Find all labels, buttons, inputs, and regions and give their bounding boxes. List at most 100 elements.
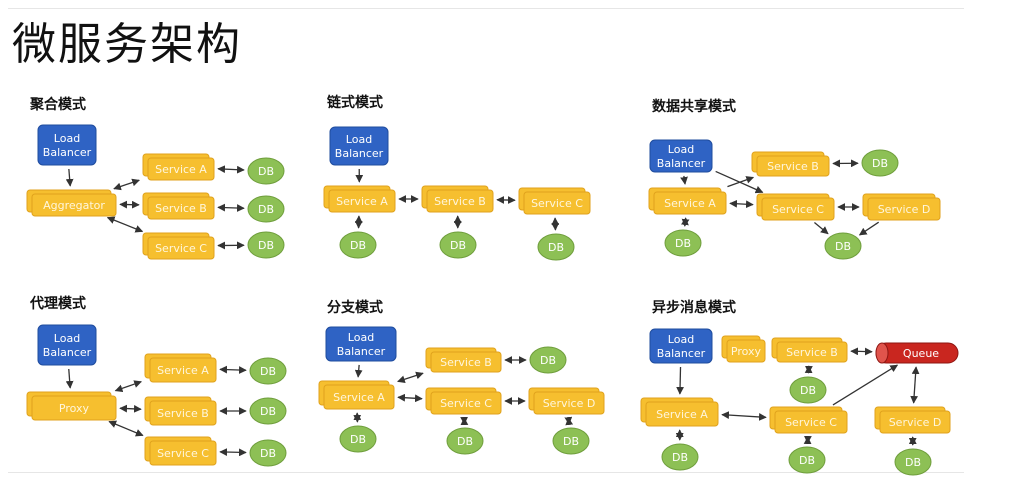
chain-service-b-label: Service B	[434, 195, 486, 208]
chain-service-c-label: Service C	[531, 197, 583, 210]
aggregator-service-a: Service A	[142, 153, 215, 181]
async-db-d-label: DB	[905, 456, 921, 469]
proxy-b-arrow	[119, 404, 142, 413]
async-lb-arrow	[676, 366, 684, 395]
chain-db-b-label: DB	[450, 239, 466, 252]
chain-db-b: DB	[439, 231, 477, 259]
branch-db-c-label: DB	[457, 435, 473, 448]
aggregator-a-arrow	[113, 178, 140, 191]
shared-lb-c-arrow	[715, 170, 764, 194]
proxy-service-b: Service B	[144, 396, 217, 426]
async-db-a: DB	[661, 443, 699, 471]
proxy-lb-arrow	[65, 368, 74, 389]
aggregator-node-label: Aggregator	[43, 199, 105, 212]
aggregator-pattern-title: 聚合模式	[30, 97, 86, 113]
aggregator-db-b-label: DB	[258, 203, 274, 216]
async-service-d: Service D	[874, 406, 951, 434]
chain-db-a: DB	[339, 231, 377, 259]
aggregator-load-balancer-label: Balancer	[43, 146, 92, 159]
chain-load-balancer-label: Load	[346, 133, 372, 146]
shared-data-pattern-title: 数据共享模式	[652, 99, 736, 115]
aggregator-node: Aggregator	[26, 189, 117, 217]
shared-service-c: Service C	[756, 193, 835, 221]
proxy-db-b: DB	[249, 397, 287, 425]
aggregator-db-b: DB	[247, 195, 285, 223]
aggregator-c-arrow	[106, 216, 144, 233]
chain-service-b: Service B	[421, 185, 494, 213]
branch-service-b-label: Service B	[440, 356, 492, 369]
chain-pattern-title: 链式模式	[327, 95, 383, 111]
proxy-db-c-label: DB	[260, 447, 276, 460]
proxy-node: Proxy	[26, 391, 117, 421]
shared-lb-arrow	[680, 175, 688, 185]
branch-db-d-label: DB	[563, 435, 579, 448]
aggregator-db-a-label: DB	[258, 165, 274, 178]
aggregator-db-c: DB	[247, 231, 285, 259]
shared-load-balancer-label: Load	[668, 143, 694, 156]
async-db-a-label: DB	[672, 451, 688, 464]
shared-c-db-arrow	[814, 222, 829, 235]
aggregator-b-db-arrow	[217, 203, 245, 212]
shared-service-c-label: Service C	[772, 203, 824, 216]
shared-a-c-arrow	[729, 199, 754, 209]
chain-db-c-label: DB	[548, 241, 564, 254]
proxy-db-a: DB	[249, 357, 287, 385]
shared-service-b: Service B	[751, 151, 830, 177]
shared-db-a: DB	[664, 229, 702, 257]
bottom-divider	[8, 472, 964, 473]
async-db-c: DB	[788, 446, 826, 474]
shared-db-shared-label: DB	[835, 240, 851, 253]
shared-service-b-label: Service B	[767, 160, 819, 173]
shared-d-db-arrow	[858, 221, 880, 236]
shared-service-d: Service D	[862, 193, 941, 221]
branch-service-a-label: Service A	[333, 391, 385, 404]
proxy-load-balancer-label: Balancer	[43, 346, 92, 359]
proxy-service-b-label: Service B	[157, 407, 209, 420]
shared-db-a-label: DB	[675, 237, 691, 250]
shared-db-b: DB	[861, 149, 899, 177]
async-service-d-label: Service D	[889, 416, 942, 429]
proxy-db-a-label: DB	[260, 365, 276, 378]
aggregator-db-a: DB	[247, 157, 285, 185]
async-db-c-label: DB	[799, 454, 815, 467]
branch-db-b: DB	[529, 346, 567, 374]
page-title: 微服务架构	[12, 19, 242, 70]
shared-service-a: Service A	[648, 187, 727, 215]
branch-pattern-title: 分支模式	[327, 300, 383, 316]
shared-service-d-label: Service D	[878, 203, 931, 216]
proxy-pattern-title: 代理模式	[30, 296, 86, 312]
branch-db-a: DB	[339, 425, 377, 453]
branch-service-c-label: Service C	[440, 397, 492, 410]
shared-db-b-label: DB	[872, 157, 888, 170]
async-a-c-arrow	[721, 411, 767, 421]
aggregator-b-arrow	[119, 200, 140, 209]
top-divider	[8, 8, 964, 9]
async-proxy: Proxy	[721, 335, 766, 363]
chain-service-a-label: Service A	[336, 195, 388, 208]
aggregator-load-balancer-label: Load	[54, 132, 80, 145]
async-service-c-label: Service C	[785, 416, 837, 429]
async-b-queue-arrow	[850, 347, 873, 356]
branch-service-d-label: Service D	[543, 397, 596, 410]
async-load-balancer-label: Load	[668, 333, 694, 346]
proxy-node-label: Proxy	[59, 402, 90, 415]
async-load-balancer-label: Balancer	[657, 347, 706, 360]
branch-load-balancer-label: Load	[348, 331, 374, 344]
async-service-b-label: Service B	[786, 346, 838, 359]
branch-db-d: DB	[552, 427, 590, 455]
aggregator-db-c-label: DB	[258, 239, 274, 252]
aggregator-service-c-label: Service C	[155, 242, 207, 255]
branch-db-c: DB	[446, 427, 484, 455]
chain-db-c: DB	[537, 233, 575, 261]
async-service-a-label: Service A	[656, 408, 708, 421]
branch-service-a: Service A	[318, 380, 395, 410]
proxy-db-c: DB	[249, 439, 287, 467]
async-pattern-title: 异步消息模式	[652, 300, 736, 316]
proxy-service-c: Service C	[144, 436, 217, 466]
async-db-b: DB	[789, 376, 827, 404]
